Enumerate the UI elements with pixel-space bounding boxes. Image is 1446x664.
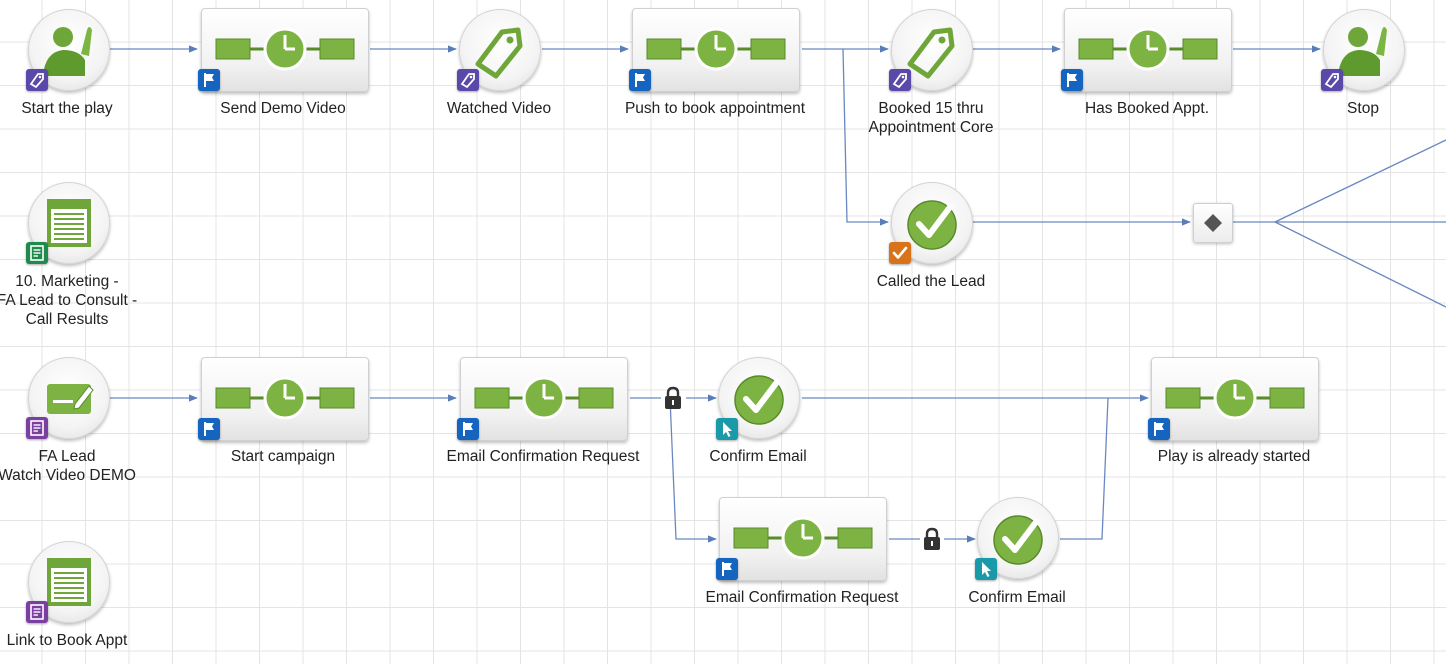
wait-timer-icon <box>460 357 628 441</box>
node-label: Start the play <box>21 100 113 117</box>
decision-diamond-icon[interactable] <box>1193 203 1233 243</box>
node-label: Watched Video <box>446 100 552 117</box>
node-label: Start campaign <box>230 448 336 465</box>
wait-timer-icon <box>632 8 800 92</box>
flag-badge-icon <box>716 558 738 580</box>
node-label: Confirm Email <box>968 589 1066 606</box>
node-label: Booked 15 thru Appointment Core <box>868 100 994 136</box>
tag-icon <box>891 9 973 91</box>
form-icon <box>28 182 110 264</box>
wait-timer-icon <box>201 8 369 92</box>
flag-badge-icon <box>1148 418 1170 440</box>
checkmark-icon <box>891 182 973 264</box>
node-label: Called the Lead <box>876 273 986 290</box>
flag-badge-icon <box>1061 69 1083 91</box>
flag-badge-icon <box>629 69 651 91</box>
tag-badge-icon <box>889 69 911 91</box>
flag-badge-icon <box>198 418 220 440</box>
wait-timer-icon <box>201 357 369 441</box>
flag-badge-icon <box>198 69 220 91</box>
task-badge-icon <box>889 242 911 264</box>
node-label: Link to Book Appt <box>6 632 128 649</box>
tag-badge-icon <box>1321 69 1343 91</box>
node-label: Push to book appointment <box>624 100 806 117</box>
tag-badge-icon <box>26 69 48 91</box>
node-label: Email Confirmation Request <box>705 589 899 606</box>
flag-badge-icon <box>457 418 479 440</box>
node-label: Play is already started <box>1157 448 1311 465</box>
cursor-badge-icon <box>975 558 997 580</box>
node-label: Stop <box>1347 100 1379 117</box>
wait-timer-icon <box>719 497 887 581</box>
form-badge-icon <box>26 242 48 264</box>
cursor-badge-icon <box>716 418 738 440</box>
lock-icon <box>921 527 943 551</box>
tag-badge-icon <box>457 69 479 91</box>
person-icon <box>28 9 110 91</box>
lock-icon <box>662 386 684 410</box>
node-label: Email Confirmation Request <box>446 448 640 465</box>
node-label: Confirm Email <box>709 448 807 465</box>
form-badge-icon <box>26 417 48 439</box>
wait-timer-icon <box>1064 8 1232 92</box>
form-icon <box>28 541 110 623</box>
form-badge-icon <box>26 601 48 623</box>
node-label: 10. Marketing - FA Lead to Consult - Cal… <box>0 273 138 328</box>
node-label: Send Demo Video <box>220 100 346 117</box>
node-label: FA Lead Watch Video DEMO <box>0 448 136 484</box>
node-label: Has Booked Appt. <box>1084 100 1210 117</box>
checkmark-icon <box>718 357 800 439</box>
wait-timer-icon <box>1151 357 1319 441</box>
